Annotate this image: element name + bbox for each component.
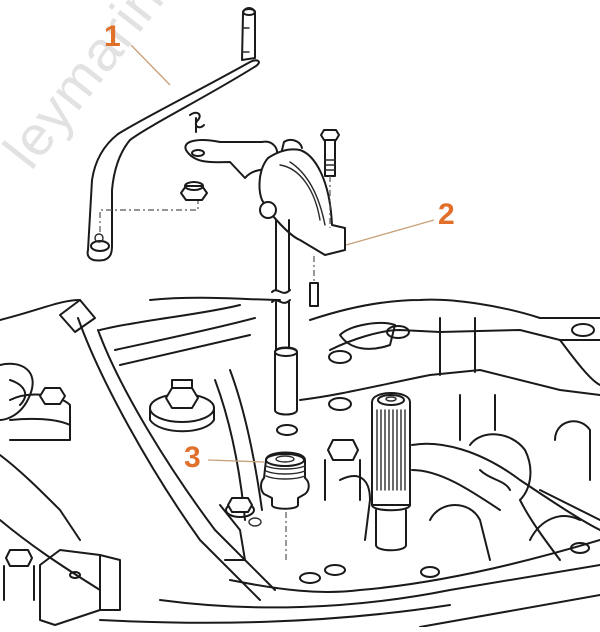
callout-1: 1 xyxy=(104,20,121,53)
part-3-bushing xyxy=(260,451,310,560)
part-2-shift-lever xyxy=(184,129,346,436)
splined-shaft xyxy=(371,392,411,552)
callout-2: 2 xyxy=(438,198,455,231)
callout-leaders xyxy=(130,44,435,463)
part-1-linkage-rod xyxy=(86,7,260,262)
callout-3: 3 xyxy=(184,441,201,474)
engine-block-illustration xyxy=(0,296,600,628)
